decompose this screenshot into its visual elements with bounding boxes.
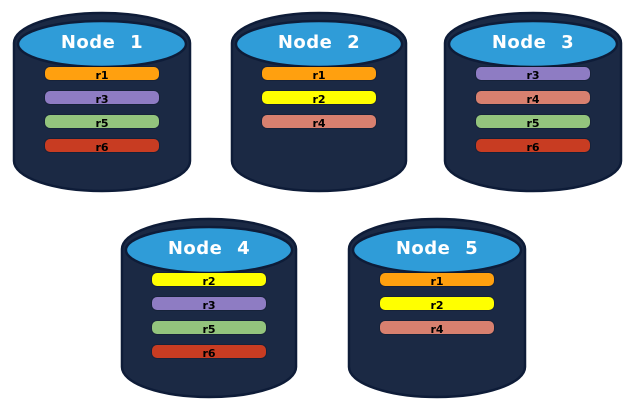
replica-bar-r3: r3 xyxy=(45,91,159,106)
node-5: Node 5 r1 r2 r4 xyxy=(347,212,527,400)
replica-bar-r4: r4 xyxy=(476,91,590,106)
replica-list: r1 r3 r5 r6 xyxy=(45,67,159,154)
replica-bar-r4: r4 xyxy=(380,321,494,336)
node-title: Node 2 xyxy=(277,32,361,53)
node-1: Node 1 r1 r3 r5 r6 xyxy=(12,6,192,194)
replica-label: r3 xyxy=(95,93,109,106)
replica-label: r2 xyxy=(312,93,326,106)
replica-label: r1 xyxy=(312,69,326,82)
replica-bar-r3: r3 xyxy=(476,67,590,82)
replica-label: r6 xyxy=(95,141,109,154)
replica-label: r4 xyxy=(526,93,540,106)
replica-bar-r4: r4 xyxy=(262,115,376,130)
replica-label: r2 xyxy=(202,275,216,288)
replica-bar-r5: r5 xyxy=(476,115,590,130)
replica-bar-r6: r6 xyxy=(476,139,590,154)
replica-bar-r6: r6 xyxy=(152,345,266,360)
replica-label: r1 xyxy=(430,275,444,288)
replica-bar-r5: r5 xyxy=(152,321,266,336)
replica-label: r3 xyxy=(202,299,216,312)
replica-label: r4 xyxy=(430,323,444,336)
replica-label: r6 xyxy=(526,141,540,154)
replica-label: r5 xyxy=(95,117,109,130)
replica-bar-r2: r2 xyxy=(152,273,266,288)
replica-list: r1 r2 r4 xyxy=(262,67,376,130)
replica-label: r4 xyxy=(312,117,326,130)
replica-label: r6 xyxy=(202,347,216,360)
replica-bar-r2: r2 xyxy=(380,297,494,312)
replica-bar-r2: r2 xyxy=(262,91,376,106)
node-title: Node 1 xyxy=(60,32,144,53)
replica-bar-r3: r3 xyxy=(152,297,266,312)
replica-bar-r1: r1 xyxy=(380,273,494,288)
replica-label: r5 xyxy=(526,117,540,130)
replica-label: r3 xyxy=(526,69,540,82)
replica-label: r1 xyxy=(95,69,109,82)
replica-bar-r6: r6 xyxy=(45,139,159,154)
node-4: Node 4 r2 r3 r5 r6 xyxy=(120,212,298,400)
node-title: Node 4 xyxy=(167,238,251,259)
replica-bar-r1: r1 xyxy=(262,67,376,82)
replica-list: r1 r2 r4 xyxy=(380,273,494,336)
node-3: Node 3 r3 r4 r5 r6 xyxy=(443,6,623,194)
replica-label: r2 xyxy=(430,299,444,312)
node-title: Node 5 xyxy=(395,238,479,259)
node-2: Node 2 r1 r2 r4 xyxy=(230,6,408,194)
node-title: Node 3 xyxy=(491,32,575,53)
replica-list: r2 r3 r5 r6 xyxy=(152,273,266,360)
replica-bar-r1: r1 xyxy=(45,67,159,82)
replica-bar-r5: r5 xyxy=(45,115,159,130)
replica-label: r5 xyxy=(202,323,216,336)
replica-list: r3 r4 r5 r6 xyxy=(476,67,590,154)
